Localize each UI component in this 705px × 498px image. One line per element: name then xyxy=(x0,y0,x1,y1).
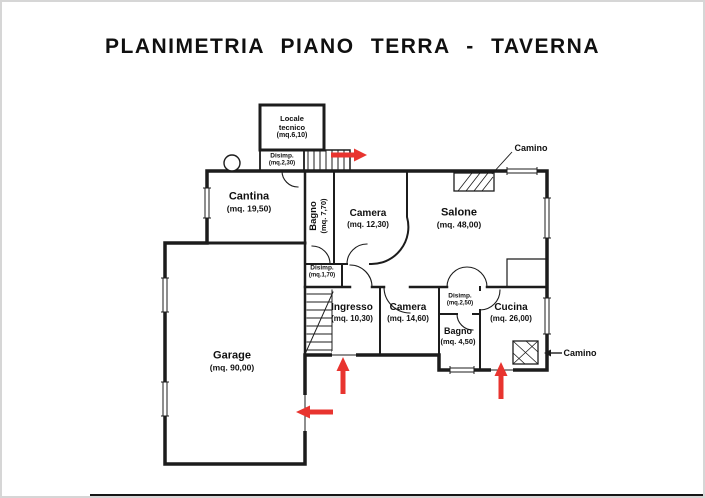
camino-leader-line xyxy=(491,151,513,175)
room-area: (mq. 12,30) xyxy=(347,220,389,230)
room-label-ingresso: Ingresso (mq. 10,30) xyxy=(331,302,373,324)
stairs-interior xyxy=(305,289,334,353)
room-label-camera-1: Camera (mq. 12,30) xyxy=(347,208,389,230)
room-label-locale-tecnico: Locale tecnico (mq.6,10) xyxy=(267,114,317,140)
curved-wall xyxy=(368,170,410,266)
boiler-icon xyxy=(223,154,241,172)
room-label-disimp-centro: Disimp. (mq.1,70) xyxy=(309,265,335,280)
camino-pointer-icon xyxy=(544,349,562,357)
room-area: (mq. 7,70) xyxy=(319,198,329,234)
room-area: (mq. 48,00) xyxy=(436,219,482,230)
room-name: Ingresso xyxy=(331,302,373,314)
stairs-top-hatch xyxy=(307,150,345,171)
room-label-camera-2: Camera (mq. 14,60) xyxy=(387,302,429,324)
room-area: (mq. 4,50) xyxy=(440,336,476,346)
room-label-cucina: Cucina (mq. 26,00) xyxy=(490,302,532,324)
room-label-salone: Salone (mq. 48,00) xyxy=(437,206,481,229)
room-label-bagno-2: Bagno (mq. 4,50) xyxy=(440,326,475,346)
room-label-garage: Garage (mq. 90,00) xyxy=(210,349,254,372)
room-name: Cantina xyxy=(228,190,270,203)
window-icon xyxy=(543,297,551,335)
room-area: (mq. 90,00) xyxy=(209,362,255,373)
window-icon xyxy=(449,366,475,374)
room-name: Camera xyxy=(389,302,427,314)
fireplace-salone-icon xyxy=(453,151,513,192)
room-label-cantina: Cantina (mq. 19,50) xyxy=(227,190,271,213)
camino-label-right: Camino xyxy=(563,348,597,358)
room-area: (mq.6,10) xyxy=(276,131,308,139)
room-area: (mq. 14,60) xyxy=(387,314,429,324)
room-label-disimp-top: Disimp. (mq.2,30) xyxy=(269,153,295,168)
window-icon xyxy=(161,381,169,417)
fireplace-cucina-icon xyxy=(512,340,539,365)
entrance-arrows xyxy=(296,148,508,419)
room-name: Disimp. xyxy=(448,292,472,300)
room-name: Cucina xyxy=(494,302,528,314)
entrance-arrow-ingresso-icon xyxy=(336,357,350,394)
entrance-arrow-garage-icon xyxy=(296,405,333,419)
entrance-arrow-top-icon xyxy=(331,148,367,162)
window-icon xyxy=(203,187,211,219)
room-area: (mq.1,70) xyxy=(308,272,336,279)
symbols xyxy=(223,151,562,365)
room-name: Camera xyxy=(349,208,387,220)
room-name: Garage xyxy=(213,349,251,362)
room-area: (mq. 19,50) xyxy=(226,203,272,214)
room-name: Bagno xyxy=(307,201,319,231)
room-name: Disimp. xyxy=(310,264,334,272)
door-arcs xyxy=(281,170,501,331)
room-label-disimp-notte: Disimp. (mq.2,50) xyxy=(447,293,473,308)
room-area: (mq.2,30) xyxy=(268,160,296,167)
room-name: Bagno xyxy=(443,326,472,337)
window-icon xyxy=(506,167,538,175)
walls xyxy=(163,103,549,466)
camino-label-top: Camino xyxy=(514,143,548,153)
window-icon xyxy=(161,277,169,313)
room-name: Salone xyxy=(440,206,478,219)
entrance-arrow-cucina-icon xyxy=(494,362,508,399)
room-area: (mq. 26,00) xyxy=(490,314,532,324)
room-area: (mq. 10,30) xyxy=(331,314,373,324)
scan-edge-line xyxy=(90,494,703,496)
windows xyxy=(161,167,551,431)
room-area: (mq.2,50) xyxy=(446,300,474,307)
room-name: Disimp. xyxy=(270,152,294,160)
window-icon xyxy=(543,197,551,239)
room-name: Locale tecnico xyxy=(278,113,306,132)
page-title: PLANIMETRIA PIANO TERRA - TAVERNA xyxy=(105,35,600,58)
room-label-bagno-1: Bagno (mq. 7,70) xyxy=(308,198,328,233)
